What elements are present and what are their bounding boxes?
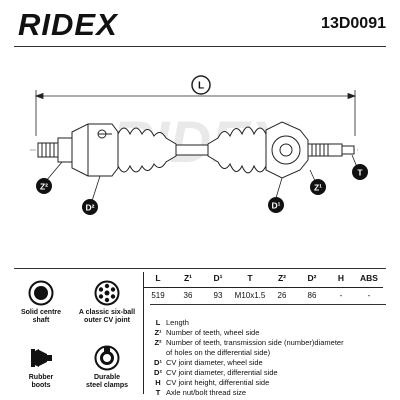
feature-label: boots	[31, 382, 51, 389]
table-cell: 519	[151, 291, 165, 300]
svg-text:Z²: Z²	[40, 182, 48, 192]
steel-clamp-icon	[94, 345, 120, 371]
feature-label: shaft	[32, 317, 50, 324]
inner-joint	[71, 123, 119, 177]
leader-lines	[45, 154, 358, 202]
length-badge	[191, 75, 211, 95]
callout-t: T	[352, 164, 368, 180]
wheel-stub	[307, 143, 355, 157]
col-header: Z¹	[173, 269, 203, 288]
feature-label: Solid centre	[20, 309, 62, 316]
length-dimension	[34, 90, 357, 136]
callout-d2: D²	[82, 199, 98, 215]
spec-value-row: 519 36 93 M10x1.5 26 86 - -	[143, 288, 383, 304]
col-header: L	[143, 269, 173, 288]
col-header: D¹	[203, 269, 233, 288]
feature-six-ball-joint: A classic six-ball outer CV joint	[72, 280, 142, 325]
col-header: ABS	[355, 269, 383, 288]
inner-boot	[117, 127, 177, 173]
col-header: T	[233, 269, 267, 288]
legend-row: of holes on the differential side)	[166, 348, 271, 357]
feature-label: steel clamps	[85, 382, 129, 389]
callout-d1: D¹	[268, 197, 284, 213]
brand-logo: RIDEX	[18, 7, 118, 42]
table-cell: M10x1.5	[234, 291, 266, 300]
length-label: L	[198, 81, 204, 92]
table-row-divider	[150, 304, 386, 305]
spec-header-row: L Z¹ D¹ T Z² D² H ABS	[143, 269, 383, 288]
svg-text:Z¹: Z¹	[314, 183, 322, 193]
feature-solid-shaft: Solid centre shaft	[6, 280, 76, 325]
part-number: 13D0091	[321, 15, 386, 32]
svg-text:D¹: D¹	[272, 201, 281, 211]
spec-table: L Z¹ D¹ T Z² D² H ABS 519 36 93 M10x1.5 …	[143, 269, 383, 303]
transmission-stub	[37, 137, 73, 163]
feature-rubber-boots: Rubber boots	[6, 345, 76, 390]
col-header: Z²	[267, 269, 297, 288]
outer-cv-joint	[265, 121, 309, 179]
drive-shaft-drawing: RIDEX L	[30, 75, 368, 215]
table-cell: -	[339, 291, 343, 300]
table-cell: 36	[183, 291, 193, 300]
svg-text:D²: D²	[86, 203, 95, 213]
callout-z1: Z¹	[310, 179, 326, 195]
svg-text:T: T	[357, 168, 363, 178]
header: RIDEX 13D0091	[0, 0, 400, 48]
callout-z2: Z²	[36, 178, 52, 194]
feature-label: outer CV joint	[84, 317, 130, 324]
feature-label: A classic six-ball	[78, 309, 136, 316]
feature-label: Durable	[93, 374, 121, 381]
table-top-divider	[14, 268, 386, 269]
solid-shaft-icon	[28, 280, 54, 306]
rubber-boot-icon	[31, 349, 52, 367]
feature-label: Rubber	[28, 374, 54, 381]
feature-steel-clamps: Durable steel clamps	[72, 345, 142, 390]
col-header: H	[327, 269, 355, 288]
table-cell: 93	[213, 291, 223, 300]
col-header: D²	[297, 269, 327, 288]
six-ball-joint-icon	[94, 280, 120, 306]
solid-shaft	[175, 144, 209, 156]
table-cell: -	[367, 291, 371, 300]
table-divider	[143, 272, 144, 394]
table-cell: 86	[307, 291, 317, 300]
header-divider	[14, 46, 386, 47]
table-cell: 26	[277, 291, 287, 300]
